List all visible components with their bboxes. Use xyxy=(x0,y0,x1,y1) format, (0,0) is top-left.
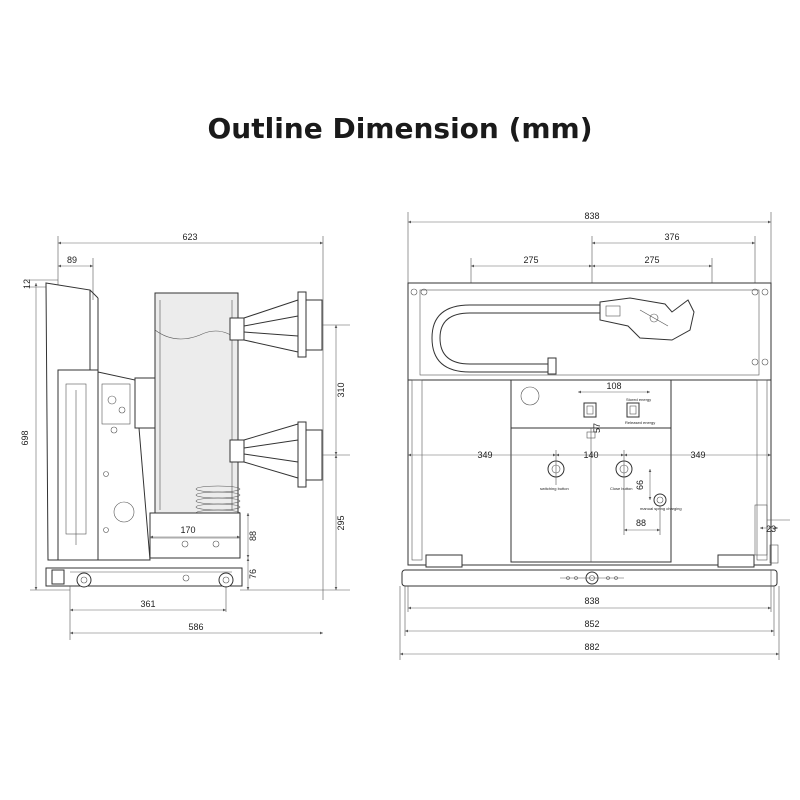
dim-838-base: 838 xyxy=(584,596,599,606)
dim-698: 698 xyxy=(20,430,30,445)
dim-838-top: 838 xyxy=(584,211,599,221)
dim-170: 170 xyxy=(180,525,195,535)
label-switching-button: switching button xyxy=(540,486,569,491)
dim-275-right: 275 xyxy=(644,255,659,265)
dim-882: 882 xyxy=(584,642,599,652)
dim-349-left: 349 xyxy=(477,450,492,460)
page-title: Outline Dimension (mm) xyxy=(207,112,593,145)
dim-57: 57 xyxy=(592,423,602,433)
dim-12: 12 xyxy=(22,279,32,289)
dim-76: 76 xyxy=(248,569,258,579)
front-view: 838 376 275 275 xyxy=(399,211,790,660)
dim-275-left: 275 xyxy=(523,255,538,265)
dim-89: 89 xyxy=(67,255,77,265)
dim-349-right: 349 xyxy=(690,450,705,460)
label-stored-energy: Stored energy xyxy=(626,397,651,402)
dim-623: 623 xyxy=(182,232,197,242)
dim-376: 376 xyxy=(664,232,679,242)
dim-23: 23 xyxy=(766,524,776,534)
dim-361: 361 xyxy=(140,599,155,609)
dim-66: 66 xyxy=(635,480,645,490)
dim-108: 108 xyxy=(606,381,621,391)
dim-88: 88 xyxy=(248,531,258,541)
label-released-energy: Released energy xyxy=(625,420,655,425)
dim-88-front: 88 xyxy=(636,518,646,528)
dim-852: 852 xyxy=(584,619,599,629)
side-view: 623 89 12 698 xyxy=(20,232,350,640)
label-close-button: Close button xyxy=(610,486,632,491)
dim-586: 586 xyxy=(188,622,203,632)
label-spring-charging: manual spring charging xyxy=(640,506,682,511)
dim-310: 310 xyxy=(336,382,346,397)
dim-295: 295 xyxy=(336,515,346,530)
dim-140: 140 xyxy=(583,450,598,460)
